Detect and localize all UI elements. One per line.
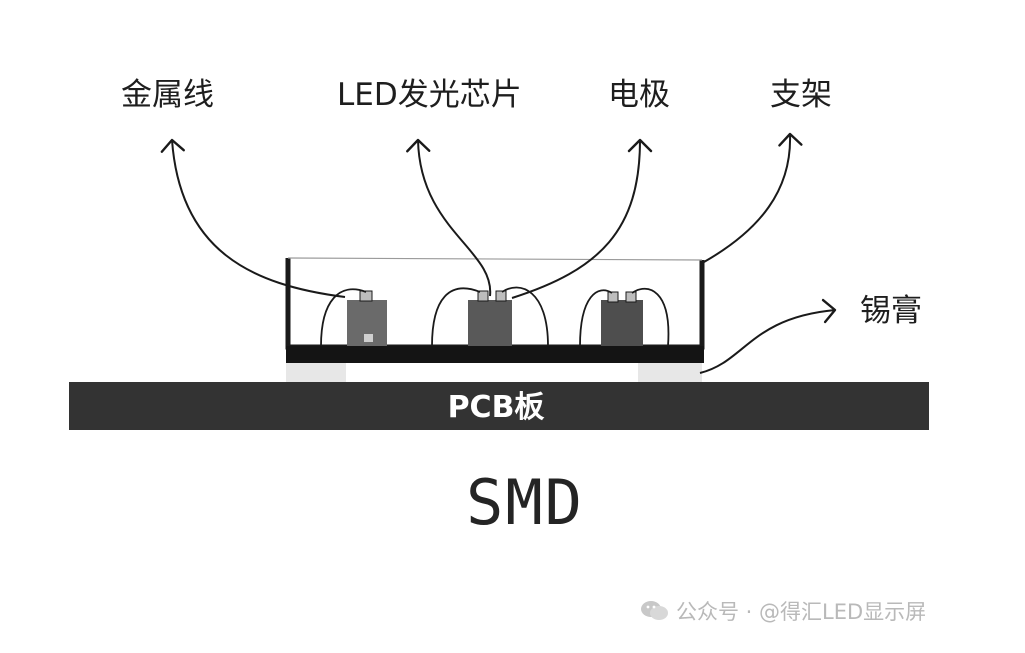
pcb-board xyxy=(69,382,929,430)
bracket-base xyxy=(286,346,704,363)
label-metal-wire: 金属线 xyxy=(121,77,214,113)
solder-paste-right xyxy=(638,363,702,382)
arrow-led-chip xyxy=(406,138,492,297)
arrow-metal-wire xyxy=(160,138,346,298)
label-solder-paste: 锡膏 xyxy=(860,293,922,329)
chip-pad-left-bottom xyxy=(364,334,373,342)
chip-pad-right-a xyxy=(607,291,619,303)
label-pcb: PCB板 xyxy=(447,390,545,425)
wechat-icon xyxy=(641,601,668,620)
solder-paste-left xyxy=(286,363,346,382)
led-chip-right xyxy=(601,300,643,346)
bracket-top-edge xyxy=(287,257,703,261)
watermark: 公众号 · @得汇LED显示屏 xyxy=(640,596,926,626)
chip-pad-right-b xyxy=(625,291,637,303)
chip-pad-left xyxy=(359,290,373,302)
label-led-chip: LED发光芯片 xyxy=(337,77,522,113)
arrow-electrode xyxy=(511,138,653,299)
watermark-text: 公众号 · @得汇LED显示屏 xyxy=(676,600,927,624)
chip-pad-middle-b xyxy=(495,290,507,302)
label-electrode: 电极 xyxy=(608,77,670,113)
bond-wires xyxy=(320,286,670,347)
label-bracket: 支架 xyxy=(770,77,832,113)
led-chip-middle xyxy=(468,300,512,346)
diagram-title: SMD xyxy=(466,466,584,539)
arrow-solder-paste xyxy=(699,298,837,374)
chip-pad-middle-a xyxy=(477,290,489,302)
arrow-bracket xyxy=(703,132,803,263)
